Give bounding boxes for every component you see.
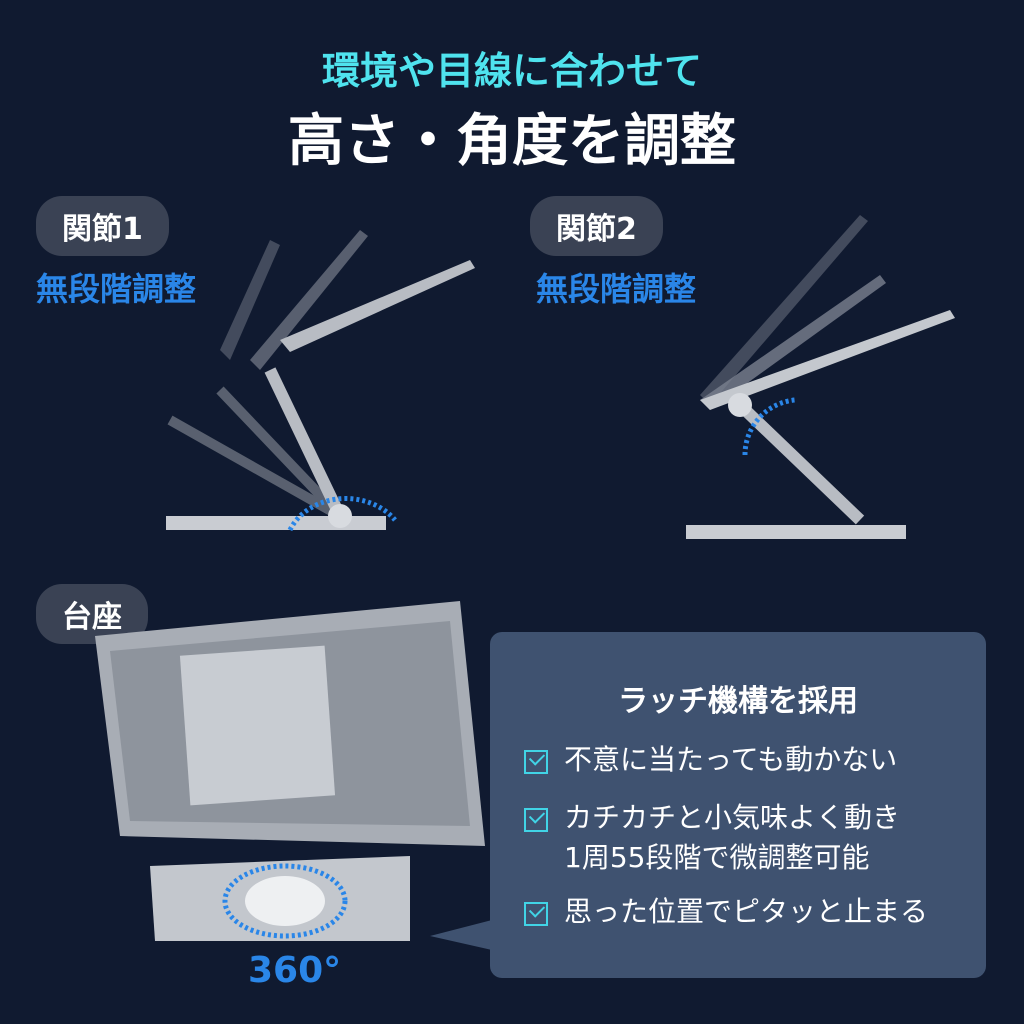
joint2-desc: 無段階調整	[536, 270, 697, 308]
stand-joint1-illustration	[166, 230, 475, 532]
joint1-desc: 無段階調整	[36, 270, 197, 308]
checkbox-icon	[524, 750, 548, 774]
checkbox-icon	[524, 902, 548, 926]
subtitle: 環境や目線に合わせて	[321, 49, 702, 93]
checkbox-icon	[524, 808, 548, 832]
feature-title: ラッチ機構を採用	[618, 684, 858, 719]
page-title: 高さ・角度を調整	[288, 109, 736, 174]
base-illustration	[95, 601, 485, 941]
joint2-label: 関節2	[530, 196, 663, 256]
feature-item: 思った位置でピタッと止まる	[524, 892, 928, 932]
joint1-label: 関節1	[36, 196, 169, 256]
feature-item: 不意に当たっても動かない	[524, 740, 897, 780]
stand-joint2-illustration	[686, 215, 955, 539]
rotation-label: 360°	[248, 950, 342, 991]
callout-pointer	[430, 920, 492, 950]
